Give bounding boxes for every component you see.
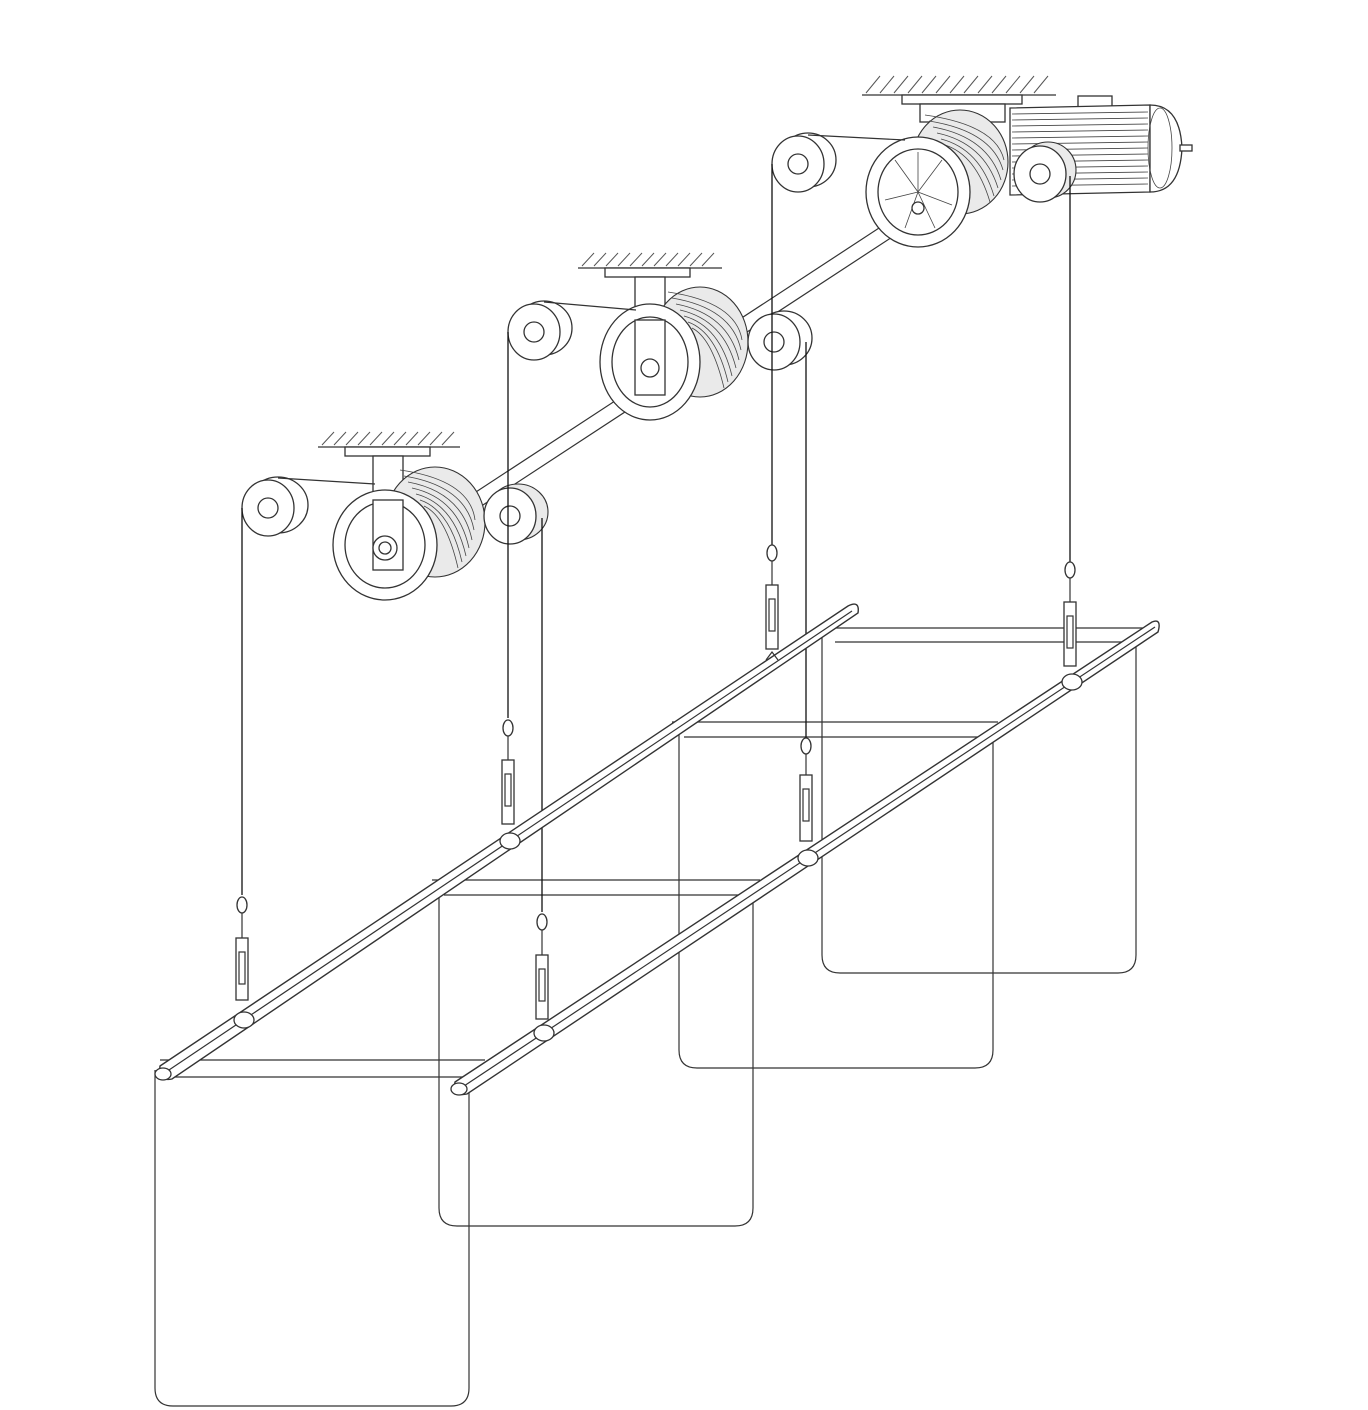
winch-drum-2 bbox=[599, 286, 749, 421]
turnbuckle-5 bbox=[797, 737, 819, 867]
pulley-6 bbox=[1013, 141, 1077, 203]
pulley-3 bbox=[483, 483, 549, 545]
curtain-panel-4 bbox=[821, 627, 1150, 974]
turnbuckle-3 bbox=[533, 913, 555, 1042]
pulley-4 bbox=[771, 132, 906, 193]
pulley-1 bbox=[241, 476, 376, 537]
curtain-panel-1 bbox=[154, 1059, 485, 1407]
suspension-cables bbox=[241, 164, 1071, 912]
curtain-panel-3 bbox=[672, 721, 998, 1069]
turnbuckle-4 bbox=[765, 544, 779, 661]
turnbuckle-6 bbox=[1061, 561, 1083, 691]
turnbuckle-1 bbox=[233, 896, 255, 1029]
curtain-panel-2 bbox=[432, 879, 760, 1227]
winch-drum-1 bbox=[332, 466, 486, 601]
pulley-2 bbox=[507, 300, 637, 361]
winch-drum-3 bbox=[865, 109, 1009, 248]
pulley-5 bbox=[747, 310, 813, 371]
turnbuckle-2 bbox=[499, 719, 521, 850]
